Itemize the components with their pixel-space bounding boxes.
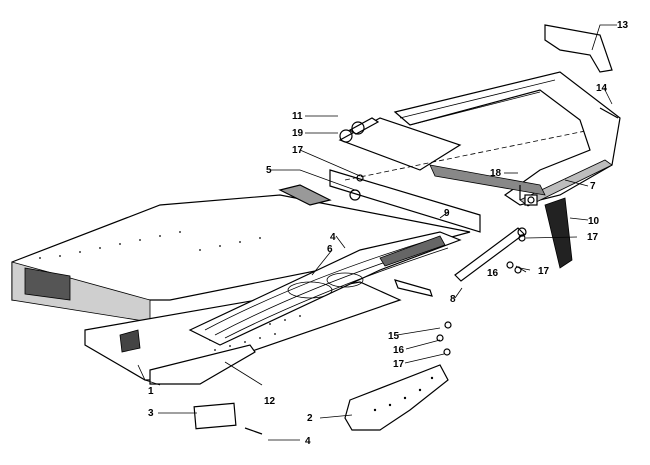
callout-6: 6 (327, 244, 333, 255)
callout-17-nut: 17 (538, 266, 550, 277)
callout-3: 3 (148, 408, 154, 419)
center-tunnel-ribs (188, 231, 462, 346)
callout-11: 11 (292, 111, 303, 122)
callout-9: 9 (444, 208, 450, 219)
callout-10: 10 (588, 216, 600, 227)
callout-4-screw: 4 (305, 436, 311, 447)
rear-bumper-rack (393, 71, 621, 207)
axle-rod-part (454, 227, 527, 282)
callout-4-upper: 4 (330, 232, 336, 243)
callout-17-lower: 17 (393, 359, 405, 370)
side-plate-holes (373, 376, 434, 412)
callout-2: 2 (307, 413, 313, 424)
snow-flap-part (544, 197, 573, 269)
callout-17-upper: 17 (292, 145, 304, 156)
callout-1: 1 (148, 386, 154, 397)
callout-15: 15 (388, 331, 400, 342)
tag-plate-part (193, 402, 237, 430)
callout-12: 12 (264, 396, 276, 407)
callout-19: 19 (292, 128, 304, 139)
screw-part (244, 427, 263, 435)
callout-8: 8 (450, 294, 456, 305)
callout-16-lower: 16 (393, 345, 405, 356)
leader-lines (137, 24, 617, 441)
side-plate-part (344, 364, 449, 431)
callout-16-right: 16 (487, 268, 499, 279)
callout-18: 18 (490, 168, 502, 179)
top-bracket-part (544, 24, 613, 73)
tunnel-floorboard-part (11, 194, 471, 385)
callout-5: 5 (266, 165, 272, 176)
callout-7: 7 (590, 181, 596, 192)
fastener-set (349, 107, 619, 356)
callout-13: 13 (617, 20, 629, 31)
callout-17-rod: 17 (587, 232, 599, 243)
mounting-tab (394, 279, 433, 297)
callout-labels: 1 2 3 4 4 5 6 7 8 9 10 11 12 13 14 15 16… (148, 20, 629, 447)
callout-14: 14 (596, 83, 608, 94)
